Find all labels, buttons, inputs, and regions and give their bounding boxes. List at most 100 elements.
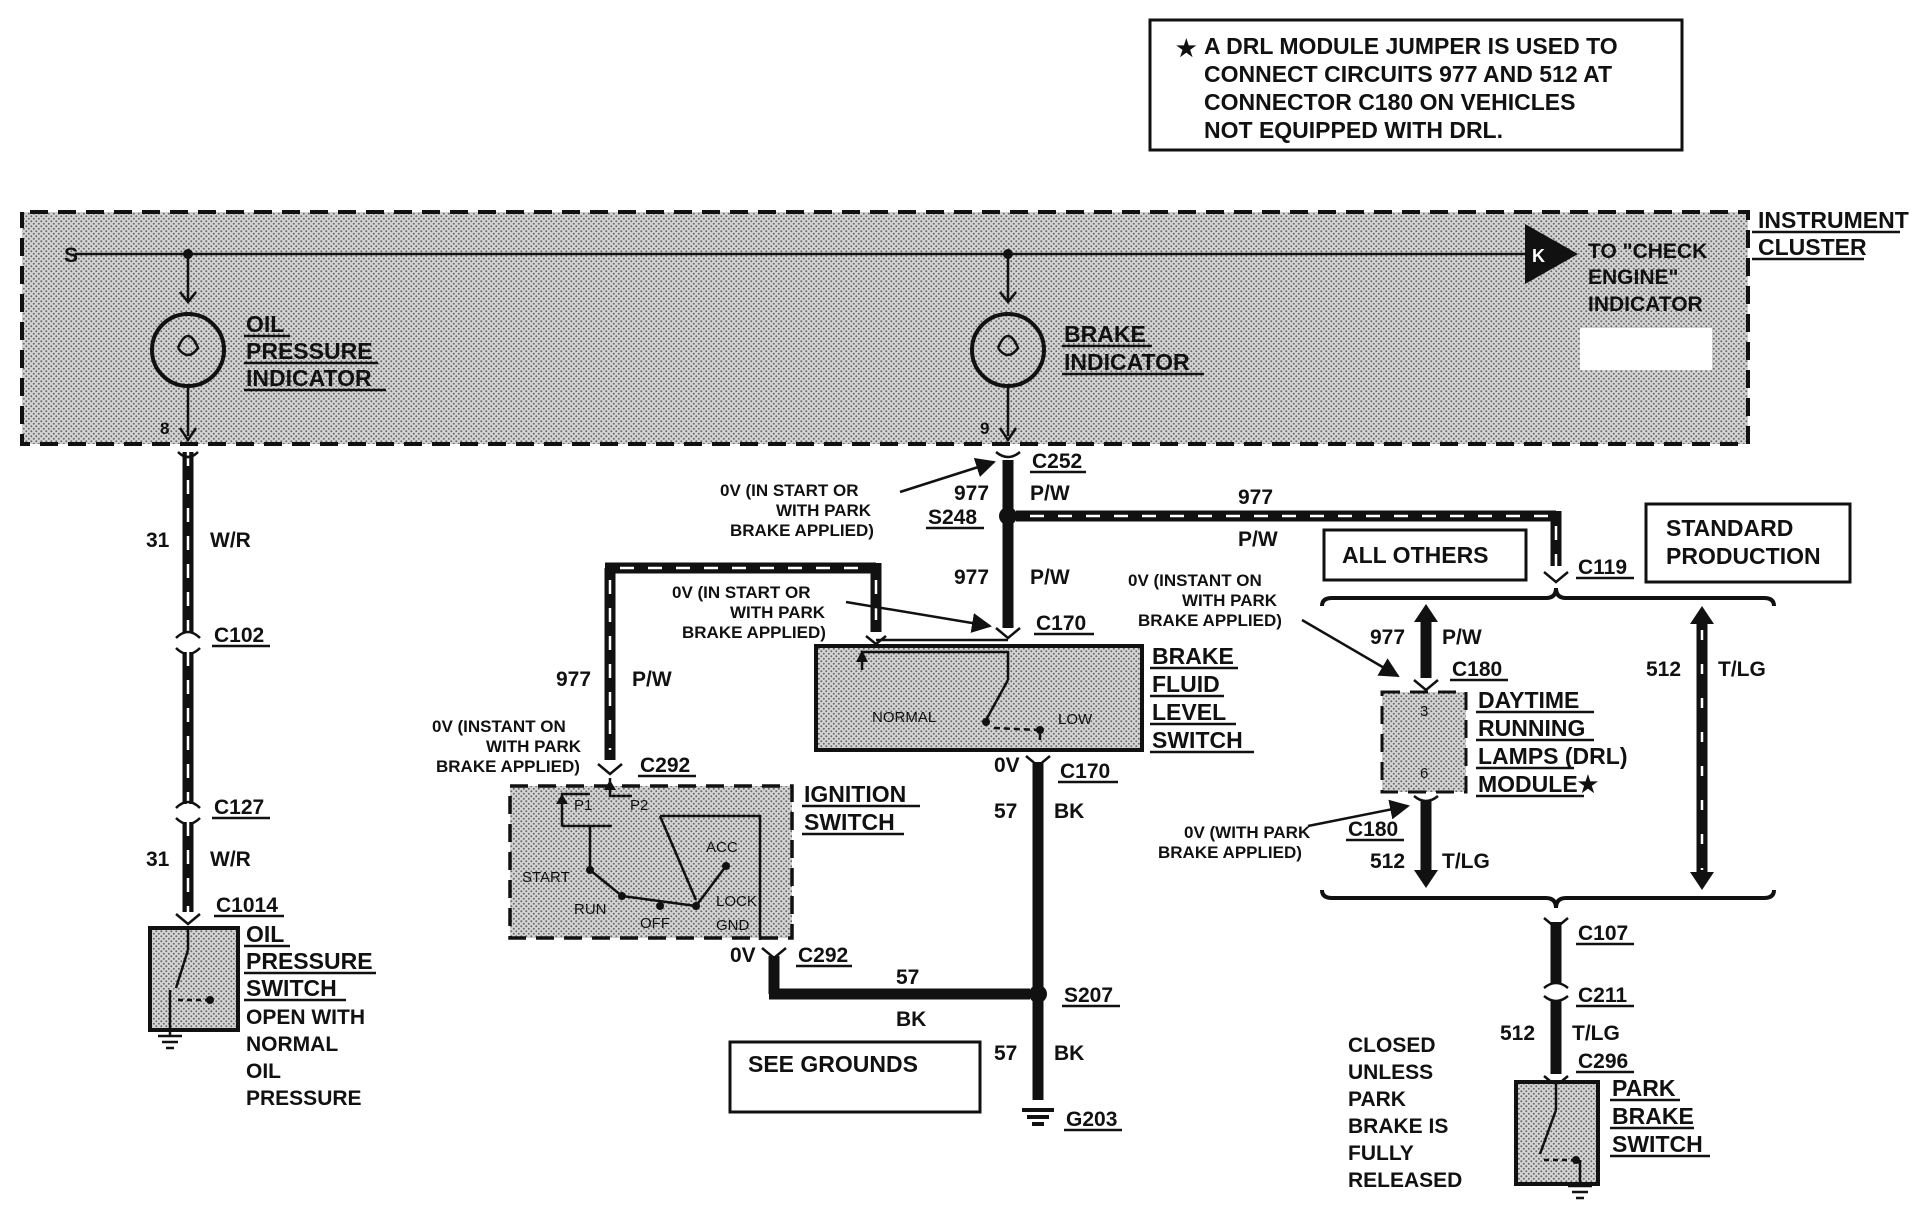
oil-switch-note-4: PRESSURE	[246, 1087, 362, 1110]
ground-bk-label: BK	[896, 1008, 926, 1031]
note-star: ★	[1176, 35, 1197, 61]
c1014-label: C1014	[216, 894, 278, 917]
oil-switch-note-1: OPEN WITH	[246, 1006, 365, 1029]
oil-indicator-label-2: PRESSURE	[246, 338, 373, 364]
oil-indicator-label-1: OIL	[246, 311, 284, 337]
ign-lock: LOCK	[716, 893, 757, 910]
park-switch-label-1: PARK	[1612, 1075, 1676, 1101]
drl-pw-label: P/W	[1442, 626, 1482, 649]
ign-run: RUN	[574, 901, 607, 918]
annot-park-1: 0V (WITH PARK	[1184, 823, 1311, 842]
center-977-b: 977	[954, 566, 989, 589]
oil-switch-label-1: OIL	[246, 921, 284, 947]
park-brake-switch: PARK BRAKE SWITCH CLOSED UNLESS PARK BRA…	[1348, 1034, 1710, 1200]
cluster-label-2: CLUSTER	[1758, 234, 1867, 260]
annot-instant-right-3: BRAKE APPLIED)	[1138, 611, 1282, 630]
c180-bot-label: C180	[1348, 818, 1398, 841]
standard-label-2: PRODUCTION	[1666, 543, 1821, 569]
standard-branch: 512 T/LG	[1646, 606, 1766, 890]
drl-label-4: MODULE★	[1478, 771, 1599, 797]
ign-v0: 0V	[730, 944, 756, 967]
closed-note-5: FULLY	[1348, 1142, 1414, 1165]
annot-start-ign-2: WITH PARK	[730, 603, 826, 622]
brake-indicator-pin: 9	[980, 419, 989, 438]
annot-instant-right-2: WITH PARK	[1182, 591, 1278, 610]
park-tlg-label: T/LG	[1572, 1022, 1620, 1045]
note-line-3: CONNECTOR C180 ON VEHICLES	[1204, 89, 1575, 115]
drl-977-label: 977	[1370, 626, 1405, 649]
c107-label: C107	[1578, 922, 1628, 945]
fluid-label-1: BRAKE	[1152, 643, 1234, 669]
c292-bot-label: C292	[798, 944, 848, 967]
upper-branch-bracket	[1320, 587, 1776, 607]
ign-p2: P2	[630, 797, 648, 814]
annot-start-ign-3: BRAKE APPLIED)	[682, 623, 826, 642]
drl-label-1: DAYTIME	[1478, 687, 1579, 713]
circuit-977-to-c119: 977 P/W C119	[1016, 486, 1634, 584]
ign-p1: P1	[574, 797, 592, 814]
ground-57b: 57	[994, 1042, 1017, 1065]
cluster-label-1: INSTRUMENT	[1758, 207, 1909, 233]
fluid-low-label: LOW	[1058, 711, 1093, 728]
ign-label-1: IGNITION	[804, 781, 906, 807]
ign-977-label: 977	[556, 668, 591, 691]
brake-indicator: 9 BRAKE INDICATOR	[970, 249, 1204, 443]
note-line-1: A DRL MODULE JUMPER IS USED TO	[1204, 33, 1618, 59]
standard-label-1: STANDARD	[1666, 515, 1793, 541]
c119-label: C119	[1578, 556, 1627, 579]
check-engine-letter: K	[1532, 246, 1545, 266]
closed-note-6: RELEASED	[1348, 1169, 1462, 1192]
right-pw-label: P/W	[1238, 528, 1278, 551]
drl-label-2: RUNNING	[1478, 715, 1585, 741]
center-bk-label: BK	[1054, 800, 1084, 823]
std-512-label: 512	[1646, 658, 1681, 681]
fluid-label-4: SWITCH	[1152, 727, 1243, 753]
annot-instant-ign-2: WITH PARK	[486, 737, 582, 756]
ign-off: OFF	[640, 915, 670, 932]
left-circuit-number-2: 31	[146, 848, 170, 871]
ground-circuit: 0V C170 57 BK S207 57 BK G203 57 BK SEE …	[728, 754, 1122, 1132]
drl-tlg-label: T/LG	[1442, 850, 1490, 873]
closed-note-1: CLOSED	[1348, 1034, 1436, 1057]
oil-switch-note-3: OIL	[246, 1060, 281, 1083]
s248-splice-icon	[999, 507, 1017, 525]
oil-pressure-indicator: 8 OIL PRESSURE INDICATOR	[150, 249, 386, 443]
check-engine-arrow-icon	[1525, 224, 1578, 284]
ground-57-label: 57	[896, 966, 919, 989]
center-977-a: 977	[954, 482, 989, 505]
ign-pw-label: P/W	[632, 668, 672, 691]
center-pw-a: P/W	[1030, 482, 1070, 505]
annot-instant-ign-1: 0V (INSTANT ON	[432, 717, 566, 736]
park-512-label: 512	[1500, 1022, 1535, 1045]
drl-label-3: LAMPS (DRL)	[1478, 743, 1627, 769]
c292-top-label: C292	[640, 754, 690, 777]
c296-label: C296	[1578, 1050, 1628, 1073]
drl-jumper-note: ★ A DRL MODULE JUMPER IS USED TO CONNECT…	[1148, 18, 1684, 152]
oil-pressure-circuit: 31 W/R C102 C127 31 W/R C1014	[146, 451, 284, 926]
annot-instant-ign-3: BRAKE APPLIED)	[436, 757, 580, 776]
ign-label-2: SWITCH	[804, 809, 895, 835]
c170-v0: 0V	[994, 754, 1020, 777]
oil-indicator-label-3: INDICATOR	[246, 365, 372, 391]
annot-start-top-1: 0V (IN START OR	[720, 481, 859, 500]
drl-pin-6: 6	[1420, 765, 1428, 782]
annot-start-top-3: BRAKE APPLIED)	[730, 521, 874, 540]
annot-start-ign-1: 0V (IN START OR	[672, 583, 811, 602]
closed-note-2: UNLESS	[1348, 1061, 1433, 1084]
oil-pressure-switch: OIL PRESSURE SWITCH OPEN WITH NORMAL OIL…	[148, 921, 376, 1110]
lower-branch-bracket	[1320, 889, 1776, 909]
fluid-label-3: LEVEL	[1152, 699, 1226, 725]
c252-label: C252	[1032, 450, 1082, 473]
ground-bkb: BK	[1054, 1042, 1084, 1065]
ignition-circuit: 977 P/W C292 0V (IN START OR WITH PARK B…	[432, 562, 1008, 968]
note-line-4: NOT EQUIPPED WITH DRL.	[1204, 117, 1503, 143]
s248-label: S248	[928, 506, 977, 529]
brake-fluid-level-switch: NORMAL LOW BRAKE FLUID LEVEL SWITCH	[814, 643, 1254, 754]
c102-label: C102	[214, 624, 264, 647]
c211-label: C211	[1578, 984, 1627, 1007]
cluster-blank-area	[1580, 328, 1712, 370]
ign-start: START	[522, 869, 570, 886]
c170-bot-label: C170	[1060, 760, 1110, 783]
check-engine-text-3: INDICATOR	[1588, 293, 1703, 316]
ign-gnd: GND	[716, 917, 750, 934]
